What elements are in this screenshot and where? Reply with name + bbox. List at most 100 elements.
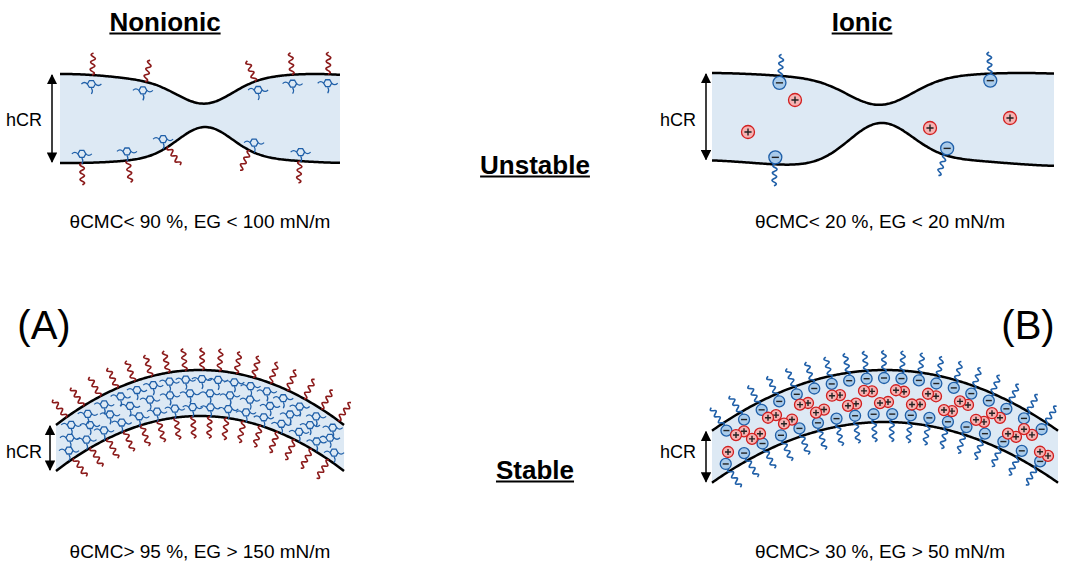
- surfactant-tail: [246, 61, 257, 82]
- minus-sign: [968, 393, 974, 394]
- nonionic-head: [171, 405, 179, 412]
- surfactant-tail: [900, 351, 905, 373]
- nonionic-head: [324, 80, 332, 87]
- thickness-arrow: [705, 74, 707, 159]
- surfactant-tail: [748, 385, 761, 405]
- cation: [747, 433, 758, 444]
- nonionic-head: [260, 404, 280, 416]
- nonionic-head: [324, 451, 344, 463]
- minus-sign: [898, 378, 904, 379]
- cation: [923, 388, 934, 399]
- nonionic-head: [84, 410, 92, 417]
- nonionic-head: [250, 139, 258, 146]
- nonionic-head: [289, 430, 309, 442]
- anion: [794, 423, 805, 434]
- surfactant-tail: [301, 449, 312, 468]
- thickness-label: hCR: [660, 442, 696, 463]
- surfactant-tail: [992, 447, 1001, 467]
- minus-sign: [1019, 450, 1025, 451]
- anion: [739, 448, 750, 459]
- surfactant-tail: [80, 163, 85, 185]
- surfactant-tail: [786, 369, 797, 390]
- stable-nonionic-film: [52, 348, 351, 478]
- nonionic-head: [106, 411, 114, 418]
- plus-sign: [997, 415, 1003, 421]
- surfactant-tail: [90, 447, 103, 466]
- minus-sign: [846, 380, 852, 381]
- cation: [987, 408, 998, 419]
- minus-sign: [741, 419, 747, 420]
- surfactant-tail: [191, 416, 196, 438]
- nonionic-head: [77, 438, 97, 450]
- nonionic-head: [87, 81, 95, 88]
- surfactant-tail: [778, 54, 783, 76]
- surfactant-tail: [144, 60, 151, 81]
- anion: [896, 373, 907, 384]
- nonionic-head: [266, 403, 274, 410]
- minus-sign: [723, 430, 729, 431]
- stable-ionic-film: [710, 351, 1058, 488]
- thickness-arrow: [51, 75, 53, 162]
- plus-sign: [877, 400, 883, 406]
- nonionic-head: [94, 429, 114, 441]
- minus-sign: [1039, 429, 1045, 430]
- minus-sign: [916, 380, 922, 381]
- surfactant-tail: [252, 356, 259, 377]
- nonionic-head: [297, 149, 305, 156]
- minus-sign: [852, 415, 858, 416]
- plus-sign: [781, 421, 787, 427]
- minus-sign: [889, 413, 895, 414]
- thickness-label: hCR: [6, 110, 42, 131]
- anion: [941, 142, 954, 155]
- nonionic-head: [146, 396, 154, 403]
- nonionic-head: [206, 390, 214, 397]
- anion: [812, 417, 823, 428]
- nonionic-head: [242, 409, 250, 416]
- plus-sign: [973, 417, 979, 423]
- anion: [961, 422, 972, 433]
- nonionic-head: [65, 447, 73, 454]
- minus-sign: [833, 418, 839, 419]
- anion: [844, 375, 855, 386]
- nonionic-head: [133, 387, 141, 394]
- surfactant-tail: [222, 418, 228, 440]
- surfactant-tail: [882, 351, 887, 373]
- condition-caption: θCMC> 95 %, EG > 150 mN/m: [70, 541, 331, 563]
- film-surface: [712, 123, 1054, 166]
- anion: [887, 409, 898, 420]
- surfactant-tail: [157, 420, 165, 441]
- minus-sign: [982, 433, 988, 434]
- minus-sign: [987, 80, 994, 81]
- minus-sign: [759, 443, 765, 444]
- cation: [907, 399, 918, 410]
- plus-sign: [829, 393, 835, 399]
- film-body: [56, 370, 344, 471]
- surfactant-tail: [270, 432, 278, 452]
- film-surface: [712, 422, 1058, 483]
- nonionic-head: [67, 421, 75, 428]
- nonionic-head: [214, 376, 222, 383]
- anion: [948, 382, 959, 393]
- nonionic-head: [226, 392, 234, 399]
- cation: [939, 405, 950, 416]
- nonionic-head: [186, 390, 194, 397]
- surfactant-tail: [162, 351, 170, 373]
- surfactant-tail: [854, 421, 861, 443]
- nonionic-head: [224, 381, 244, 393]
- minus-sign: [944, 148, 951, 149]
- plus-sign: [845, 403, 851, 409]
- nonionic-head: [248, 88, 268, 100]
- nonionic-head: [247, 383, 255, 390]
- nonionic-head: [123, 148, 131, 155]
- surfactant-tail: [818, 428, 827, 449]
- nonionic-head: [220, 394, 240, 406]
- minus-sign: [741, 452, 747, 453]
- surfactant-tail: [317, 460, 329, 478]
- nonionic-head: [100, 413, 120, 425]
- plus-sign: [797, 402, 803, 408]
- minus-sign: [908, 415, 914, 416]
- nonionic-head: [149, 382, 157, 389]
- cation: [723, 446, 734, 457]
- plus-sign: [941, 407, 947, 413]
